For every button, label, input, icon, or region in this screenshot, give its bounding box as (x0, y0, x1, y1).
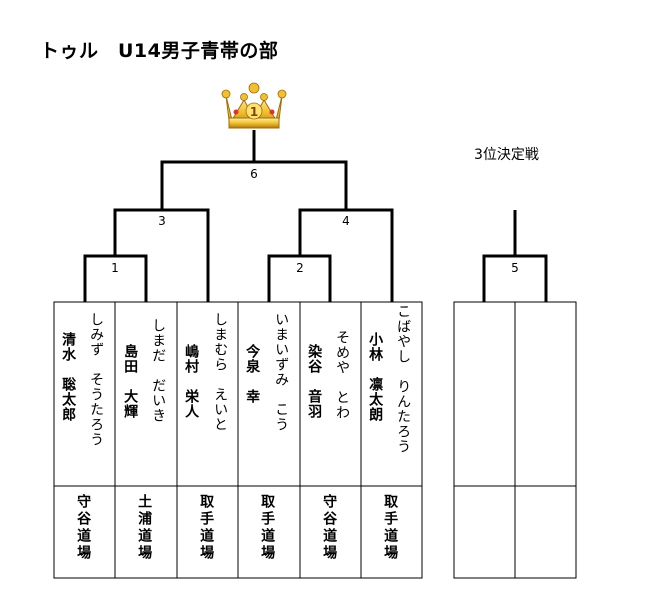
player-3-kana: しまむら えいと (212, 312, 229, 432)
third-place-table-grid (453, 301, 577, 579)
match-number-4: 4 (342, 214, 350, 228)
crown-icon: 1 (221, 82, 287, 129)
player-5-dojo: 守谷道場 (321, 494, 338, 562)
player-1-kanji: 清水 聡太郎 (60, 332, 77, 422)
match-number-3: 3 (158, 214, 166, 228)
player-6-dojo: 取手道場 (382, 494, 399, 562)
player-4-kanji: 今泉 幸 (244, 344, 261, 404)
player-2-kanji: 島田 大輝 (122, 344, 139, 419)
match-number-6: 6 (250, 167, 258, 181)
match-number-2: 2 (296, 261, 304, 275)
third-place-label: 3位決定戦 (474, 147, 539, 163)
player-1-dojo: 守谷道場 (75, 494, 92, 562)
player-6-kanji: 小林 凛太朗 (367, 332, 384, 422)
crown-number: 1 (250, 105, 258, 119)
player-5-kanji: 染谷 音羽 (306, 344, 323, 419)
player-6-kana: こばやし りんたろう (395, 304, 412, 454)
player-3-dojo: 取手道場 (198, 494, 215, 562)
player-table-grid (53, 301, 423, 579)
player-2-dojo: 土浦道場 (136, 494, 153, 562)
player-4-kana: いまいずみ こう (273, 312, 290, 432)
player-3-kanji: 嶋村 栄人 (183, 344, 200, 419)
match-number-1: 1 (111, 261, 119, 275)
player-4-dojo: 取手道場 (259, 494, 276, 562)
page-title: トゥル U14男子青帯の部 (40, 40, 279, 62)
bracket-lines (83, 130, 548, 302)
player-2-kana: しまだ だいき (150, 318, 167, 423)
player-5-kana: そめや とわ (334, 330, 351, 420)
player-1-kana: しみず そうたろう (88, 312, 105, 447)
match-number-5: 5 (511, 261, 519, 275)
